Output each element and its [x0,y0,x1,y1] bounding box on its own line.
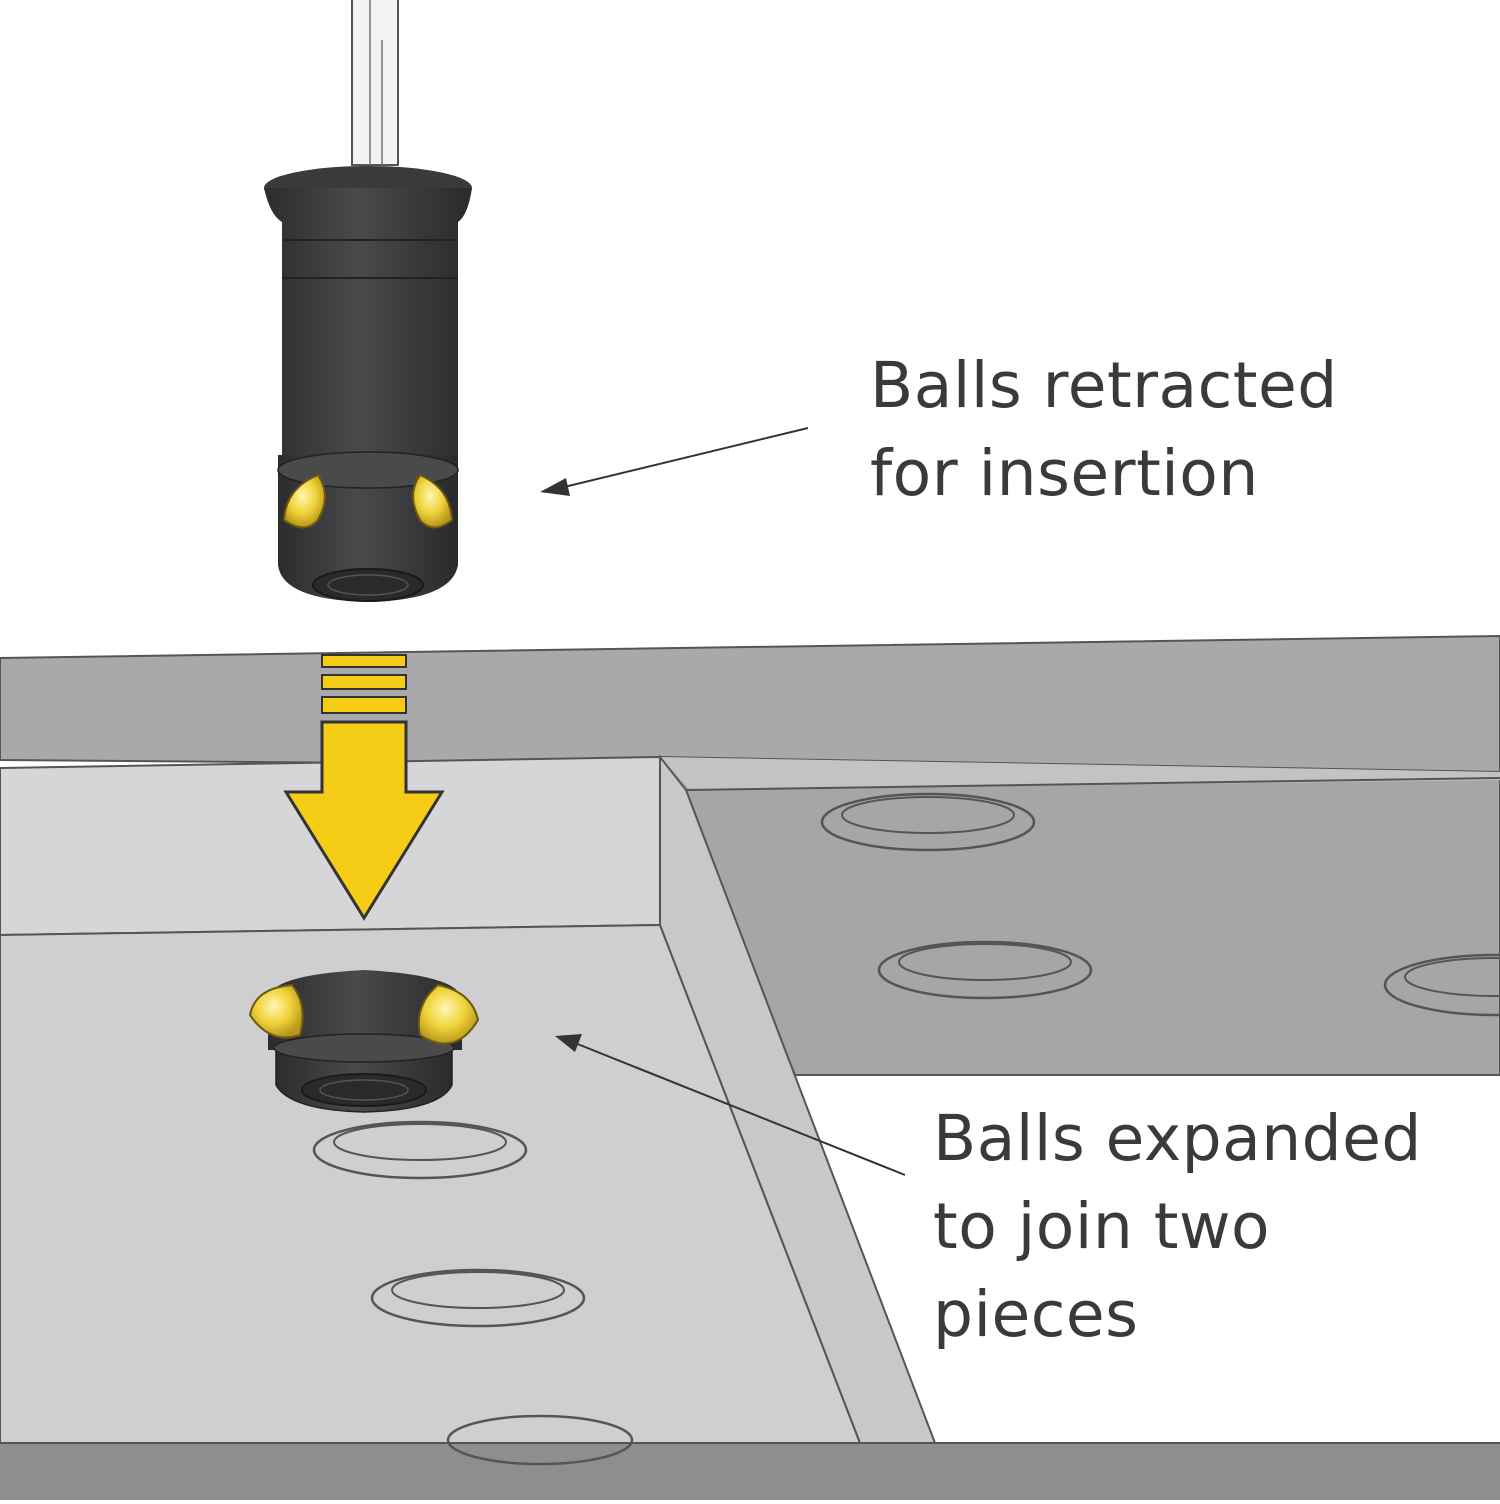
plug-handle [351,0,399,166]
plug-expanded [248,970,480,1113]
hole [312,1120,528,1180]
leader-retracted [540,427,809,496]
hole [370,1268,586,1328]
ball-right [412,473,454,529]
hole [877,940,1093,1000]
callout-balls-expanded: Balls expanded to join two pieces [933,1095,1422,1359]
callout-line: Balls retracted [870,349,1338,422]
plug-retracted [264,166,472,602]
callout-line: pieces [933,1278,1139,1351]
ball-left [248,983,304,1039]
front-board [0,754,1500,1500]
back-board [0,634,1500,774]
callout-balls-retracted: Balls retracted for insertion [870,342,1338,518]
ball-right [417,983,480,1045]
ball-left [282,473,326,529]
hole [446,1414,634,1466]
hole [820,792,1036,852]
hole [1383,953,1500,1017]
callout-line: Balls expanded [933,1102,1422,1175]
callout-line: for insertion [870,437,1259,510]
callout-line: to join two [933,1190,1271,1263]
insert-arrow [283,654,445,921]
leader-expanded [555,1034,906,1176]
right-board [658,755,1500,1076]
